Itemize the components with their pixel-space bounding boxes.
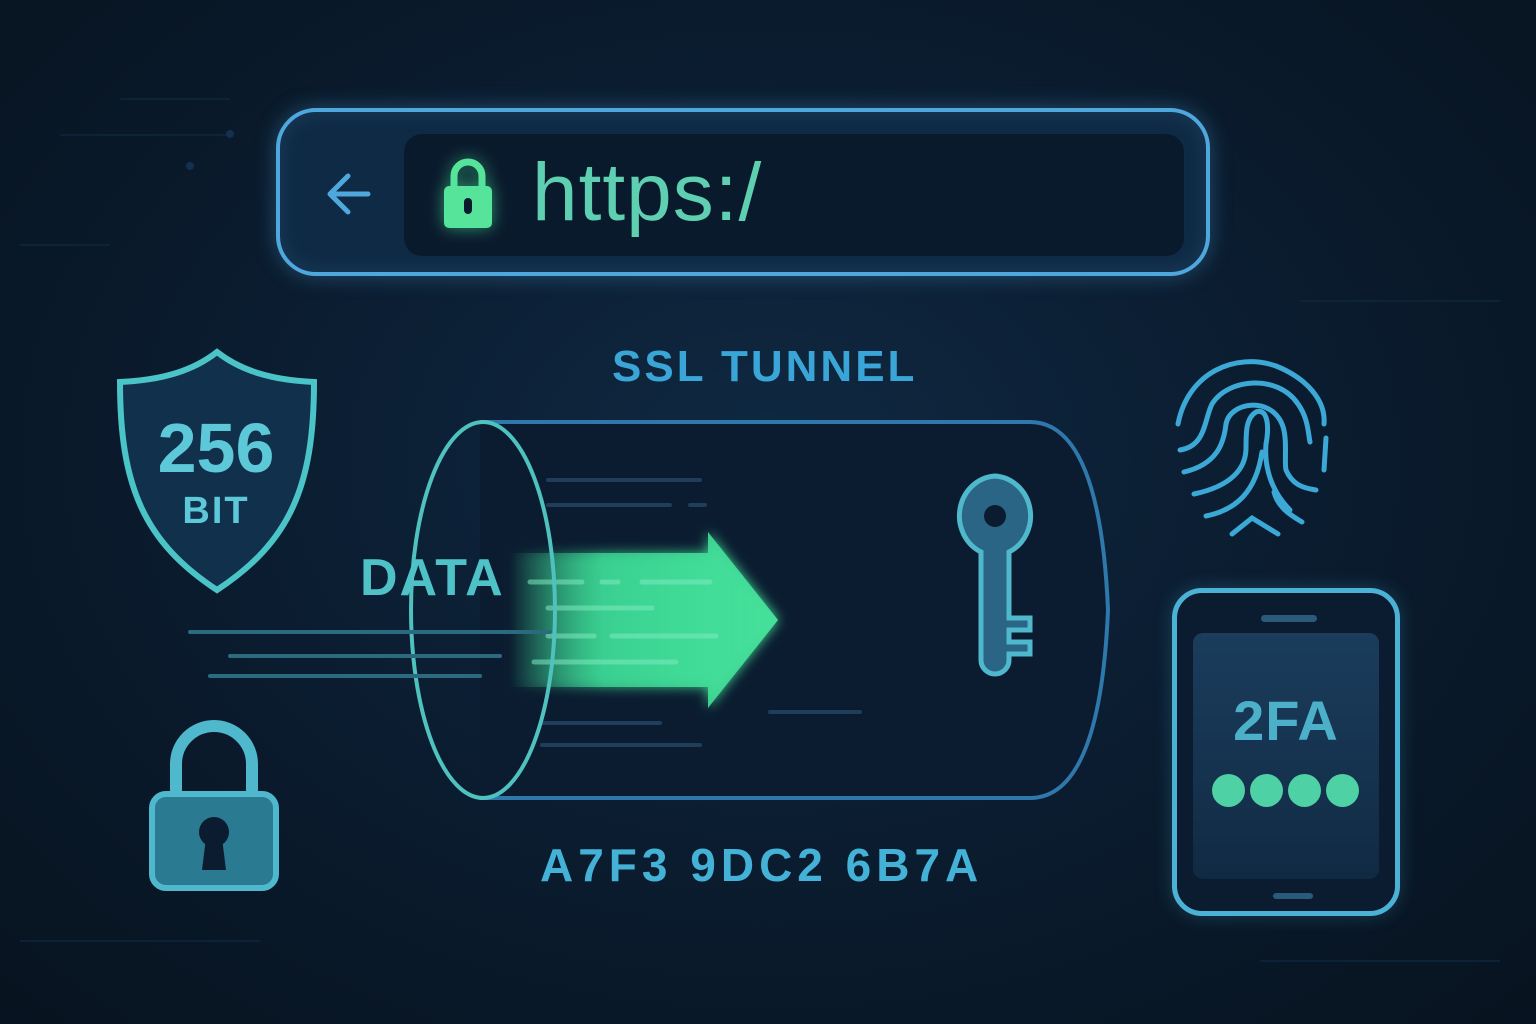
- url-field[interactable]: https:/: [404, 134, 1184, 256]
- key-icon: [956, 473, 1034, 677]
- pin-dot: [1288, 774, 1321, 807]
- circuit-line: [60, 134, 230, 136]
- fingerprint-icon: [1175, 359, 1329, 537]
- circuit-line: [20, 940, 260, 942]
- circuit-dot: [226, 130, 234, 138]
- address-bar[interactable]: https:/: [276, 108, 1210, 276]
- pin-dot: [1212, 774, 1245, 807]
- circuit-line: [20, 244, 110, 246]
- tunnel-title: SSL TUNNEL: [612, 342, 918, 391]
- data-stream-lines: [188, 630, 552, 678]
- padlock-icon: [149, 720, 279, 891]
- data-label: DATA: [360, 549, 505, 607]
- pin-dots: [1212, 774, 1362, 808]
- url-text[interactable]: https:/: [532, 147, 763, 238]
- phone-screen: [1193, 633, 1379, 879]
- circuit-line: [1300, 300, 1500, 302]
- circuit-dot: [186, 162, 194, 170]
- encryption-strength-number: 256: [157, 409, 275, 487]
- arrow-left-icon[interactable]: [316, 162, 376, 222]
- two-factor-label: 2FA: [1233, 689, 1339, 752]
- circuit-line: [1260, 960, 1500, 962]
- pin-dot: [1250, 774, 1283, 807]
- shield-icon: [116, 348, 318, 594]
- phone-speaker: [1261, 615, 1317, 622]
- encryption-key-code: A7F3 9DC2 6B7A: [540, 839, 984, 891]
- smartphone-icon: [1172, 588, 1400, 916]
- padlock-icon: [444, 158, 492, 228]
- encryption-strength-unit: BIT: [182, 490, 250, 532]
- circuit-line: [120, 98, 230, 100]
- pin-dot: [1326, 774, 1359, 807]
- ssl-tunnel: [409, 420, 1111, 800]
- phone-home-bar: [1273, 893, 1313, 899]
